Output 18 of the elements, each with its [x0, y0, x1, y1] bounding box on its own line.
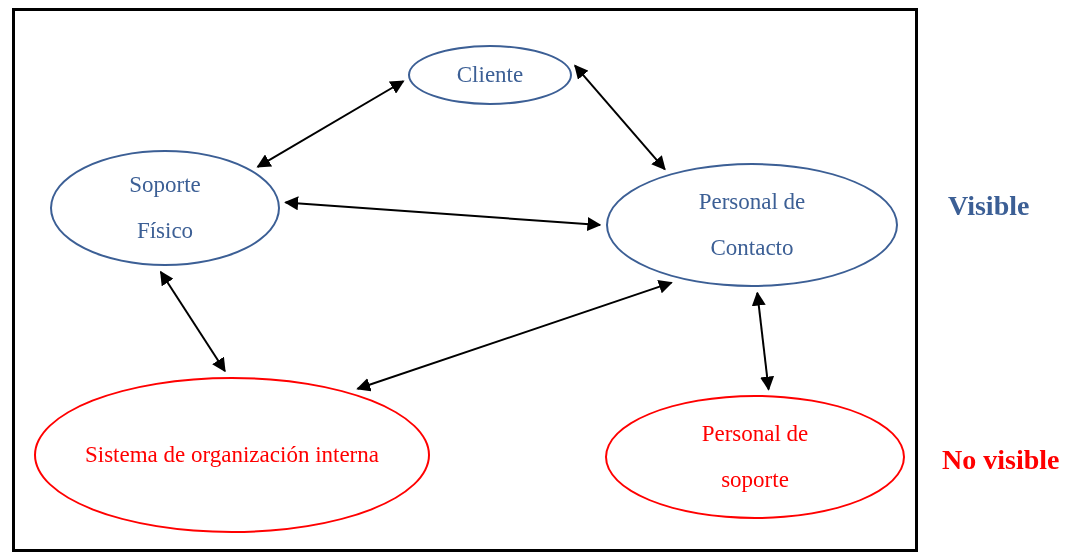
- double-arrow: [284, 196, 602, 232]
- double-arrow: [159, 270, 226, 373]
- layer-label: Visible: [948, 190, 1030, 222]
- ellipse-node: [606, 163, 898, 287]
- layer-label: No visible: [942, 444, 1060, 476]
- double-arrow: [256, 80, 405, 168]
- node-label: Personal de Contacto: [697, 188, 807, 262]
- node-label: Sistema de organización interna: [84, 441, 380, 469]
- ellipse-node: [605, 395, 905, 519]
- double-arrow: [574, 64, 666, 171]
- double-arrow: [356, 280, 673, 392]
- double-arrow: [751, 291, 775, 391]
- ellipse-node: [50, 150, 280, 266]
- node-label: Soporte Físico: [128, 171, 202, 245]
- node-label: Cliente: [455, 61, 525, 89]
- ellipse-node: [408, 45, 572, 105]
- node-label: Personal de soporte: [700, 420, 810, 494]
- ellipse-node: [34, 377, 430, 533]
